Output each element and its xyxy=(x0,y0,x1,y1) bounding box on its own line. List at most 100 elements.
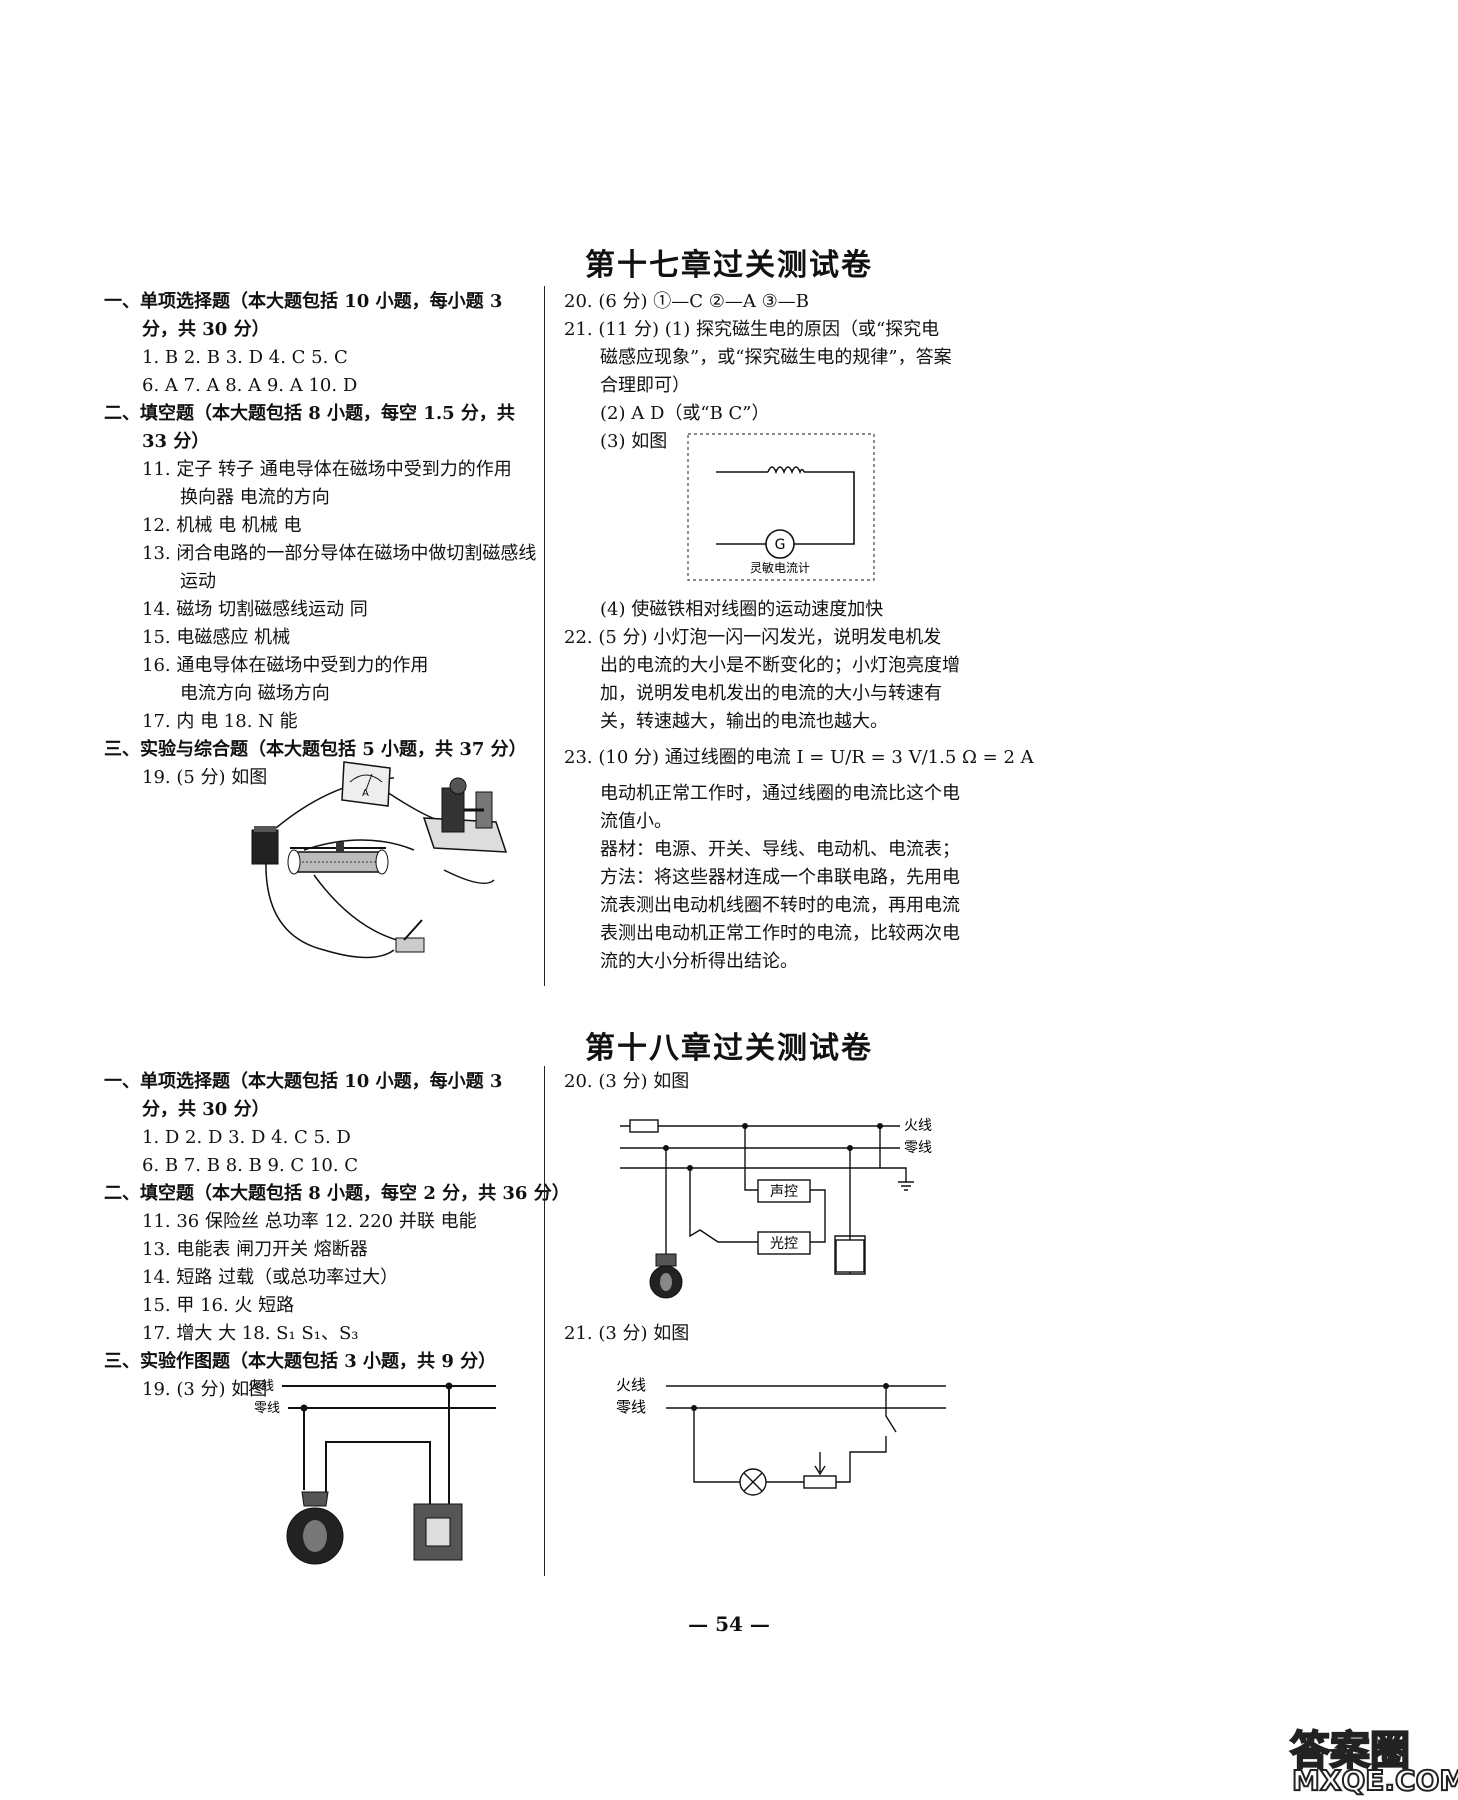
ch17-answers-6-10: 6. A 7. A 8. A 9. A 10. D xyxy=(142,375,358,396)
ch18-answer-14: 14. 短路 过载（或总功率过大） xyxy=(142,1267,399,1288)
light-switch-box xyxy=(757,1231,811,1255)
light-bulb-icon xyxy=(649,1253,683,1299)
ch17-answer-22-cont1: 出的电流的大小是不断变化的；小灯泡亮度增 xyxy=(600,655,960,676)
ch17-answer-21-cont1: 磁感应现象”，或“探究磁生电的规律”，答案 xyxy=(600,347,952,368)
ch18-section-2-heading: 二、填空题（本大题包括 8 小题，每空 2 分，共 36 分） xyxy=(104,1183,570,1204)
switch-icon xyxy=(885,1386,897,1433)
fire-wire-label: 火线 xyxy=(616,1376,646,1394)
generator-experiment-figure: A xyxy=(251,761,508,959)
ch18-answers-6-10: 6. B 7. B 8. B 9. C 10. C xyxy=(142,1155,359,1176)
ch17-answer-23-cont2: 流值小。 xyxy=(600,811,672,832)
ch18-answer-17-18: 17. 增大 大 18. S₁ S₁、S₃ xyxy=(142,1323,359,1344)
ch17-answer-23-method-cont2: 表测出电动机正常工作时的电流，比较两次电 xyxy=(600,923,960,944)
ch17-answer-19: 19. (5 分) 如图 xyxy=(142,767,268,788)
ch17-answer-12: 12. 机械 电 机械 电 xyxy=(142,515,302,536)
rheostat-slider xyxy=(814,1452,826,1476)
ammeter-letter: A xyxy=(362,788,369,799)
ch18-answer-15-16: 15. 甲 16. 火 短路 xyxy=(142,1295,295,1316)
ch18-section-1-heading: 一、单项选择题（本大题包括 10 小题，每小题 3 xyxy=(104,1071,503,1092)
ammeter-icon: A xyxy=(341,761,391,807)
ch18-answer-21: 21. (3 分) 如图 xyxy=(564,1323,690,1344)
ch18-answer-11-12: 11. 36 保险丝 总功率 12. 220 并联 电能 xyxy=(142,1211,477,1232)
socket-icon xyxy=(835,1239,865,1273)
ch17-answer-22: 22. (5 分) 小灯泡一闪一闪发光，说明发电机发 xyxy=(564,627,942,648)
fire-wire-label: 火线 xyxy=(248,1379,274,1394)
ch17-answer-21: 21. (11 分) (1) 探究磁生电的原因（或“探究电 xyxy=(564,319,940,340)
circuit-loop xyxy=(716,471,855,545)
ch17-answer-23-cont1: 电动机正常工作时，通过线圈的电流比这个电 xyxy=(600,783,960,804)
ch17-answer-16: 16. 通电导体在磁场中受到力的作用 xyxy=(142,655,429,676)
ch17-answer-13-cont: 运动 xyxy=(180,571,216,592)
sound-switch-label: 声控 xyxy=(770,1184,798,1200)
ch17-answer-23-method-cont1: 流表测出电动机线圈不转时的电流，再用电流 xyxy=(600,895,960,916)
ch17-section-1-heading: 一、单项选择题（本大题包括 10 小题，每小题 3 xyxy=(104,291,503,312)
lamp-rheostat-circuit: 火线 零线 xyxy=(616,1376,946,1496)
ground-icon xyxy=(898,1181,914,1191)
ch17-column-divider xyxy=(544,286,545,986)
ch17-section-2-heading: 二、填空题（本大题包括 8 小题，每空 1.5 分，共 xyxy=(104,403,515,424)
figure-dashed-border xyxy=(687,433,875,581)
ch18-column-divider xyxy=(544,1066,545,1576)
ch18-right-column-20: 20. (3 分) 如图 xyxy=(564,1068,689,1096)
ch18-answers-1-5: 1. D 2. D 3. D 4. C 5. D xyxy=(142,1127,351,1148)
fire-wire-label: 火线 xyxy=(904,1118,932,1134)
ch17-answer-21-part2: (2) A D（或“B C”） xyxy=(600,403,770,424)
ch17-answer-23-method-cont3: 流的大小分析得出结论。 xyxy=(600,951,798,972)
light-bulb-icon xyxy=(286,1491,344,1565)
chapter-17-title: 第十七章过关测试卷 xyxy=(585,248,873,283)
ch18-answer-20: 20. (3 分) 如图 xyxy=(564,1071,690,1092)
wire xyxy=(325,1441,431,1512)
galvanometer-icon xyxy=(765,529,795,559)
ch18-left-column: 一、单项选择题（本大题包括 10 小题，每小题 3 分，共 30 分） 1. D… xyxy=(104,1068,570,1404)
rheostat-icon xyxy=(803,1475,837,1489)
ch17-answer-23-equipment: 器材：电源、开关、导线、电动机、电流表； xyxy=(600,839,960,860)
ch17-answer-22-cont3: 关，转速越大，输出的电流也越大。 xyxy=(600,711,888,732)
ch17-answer-11-cont: 换向器 电流的方向 xyxy=(180,487,330,508)
wire xyxy=(265,859,395,959)
wire xyxy=(313,874,405,943)
galvanometer-label: 灵敏电流计 xyxy=(750,560,810,575)
ch18-section-1-heading-cont: 分，共 30 分） xyxy=(142,1099,270,1120)
neutral-wire-label: 零线 xyxy=(904,1140,932,1156)
ch17-answer-15: 15. 电磁感应 机械 xyxy=(142,627,291,648)
lamp-socket-wiring-figure: 火线 零线 xyxy=(248,1379,496,1565)
ch18-right-column-21: 21. (3 分) 如图 xyxy=(564,1320,689,1348)
ch17-answer-21-part4: (4) 使磁铁相对线圈的运动速度加快 xyxy=(600,599,884,620)
ch17-answer-16-cont: 电流方向 磁场方向 xyxy=(180,683,330,704)
ch17-answer-22-cont2: 加，说明发电机发出的电流的大小与转速有 xyxy=(600,683,942,704)
sound-switch-box xyxy=(757,1179,811,1203)
light-switch-label: 光控 xyxy=(770,1236,798,1252)
ch17-answer-13: 13. 闭合电路的一部分导体在磁场中做切割磁感线 xyxy=(142,543,537,564)
ch17-answer-17-18: 17. 内 电 18. N 能 xyxy=(142,711,298,732)
wire xyxy=(303,839,415,851)
rheostat-icon xyxy=(287,842,389,875)
switch-icon xyxy=(395,919,425,953)
ch17-answer-23-method: 方法：将这些器材连成一个串联电路，先用电 xyxy=(600,867,960,888)
socket-icon xyxy=(413,1503,463,1561)
ch17-answer-11: 11. 定子 转子 通电导体在磁场中受到力的作用 xyxy=(142,459,512,480)
ch18-answer-19: 19. (3 分) 如图 xyxy=(142,1379,268,1400)
battery-icon xyxy=(251,826,279,865)
wire xyxy=(693,1408,740,1483)
wire xyxy=(834,1148,866,1275)
watermark-logo: 答案圈 xyxy=(1289,1727,1411,1775)
wire xyxy=(744,1126,758,1191)
galvanometer-letter: G xyxy=(775,537,786,553)
wire xyxy=(766,1436,887,1483)
watermark-url: MXQE.COM xyxy=(1291,1763,1458,1798)
voice-light-control-circuit: 火线 零线 声控 光控 xyxy=(620,1118,932,1299)
ch17-section-2-heading-cont: 33 分） xyxy=(142,431,210,452)
coil-icon xyxy=(767,466,805,475)
ch17-section-1-heading-cont: 分，共 30 分） xyxy=(142,319,270,340)
wire xyxy=(689,1168,758,1243)
chapter-18-title: 第十八章过关测试卷 xyxy=(585,1031,873,1066)
ch17-answer-23: 23. (10 分) 通过线圈的电流 I = U/R = 3 V/1.5 Ω =… xyxy=(564,747,1034,768)
ch17-answer-21-part3: (3) 如图 xyxy=(600,431,668,452)
wire xyxy=(810,1189,826,1243)
ch17-answer-20: 20. (6 分) ①—C ②—A ③—B xyxy=(564,291,810,312)
ch17-answer-14: 14. 磁场 切割磁感线运动 同 xyxy=(142,599,368,620)
wire xyxy=(879,1126,907,1182)
ch18-answer-13: 13. 电能表 闸刀开关 熔断器 xyxy=(142,1239,368,1260)
neutral-wire-label: 零线 xyxy=(254,1401,280,1416)
lamp-icon xyxy=(739,1468,767,1496)
